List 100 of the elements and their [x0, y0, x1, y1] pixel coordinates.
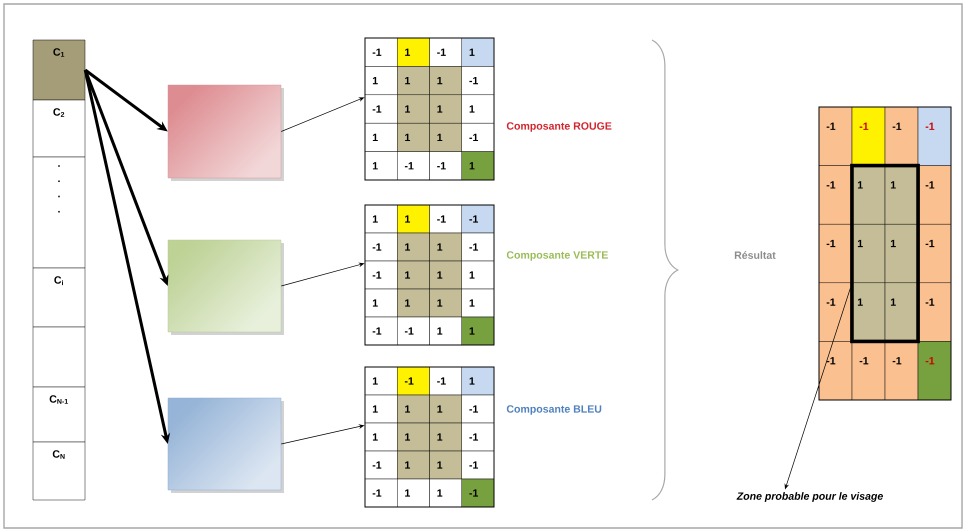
matrix-cell: -1	[364, 316, 398, 346]
matrix-cell: 1	[364, 204, 398, 234]
matrix-cell: -1	[364, 232, 398, 262]
filter-box	[168, 240, 282, 332]
matrix-cell: -1	[462, 450, 494, 480]
column-cell: C$_{1}$	[32, 40, 86, 100]
matrix-cell: 1	[364, 288, 398, 318]
matrix-cell: 1	[429, 66, 462, 96]
matrix-cell: -1	[364, 38, 398, 67]
matrix-cell: -1	[364, 450, 398, 480]
matrix-table	[818, 106, 952, 400]
matrix-cell: 1	[462, 38, 494, 67]
matrix-cell: -1	[397, 151, 430, 180]
matrix-cell: 1	[364, 66, 398, 96]
matrix-table	[364, 38, 494, 180]
matrix-cell: 1	[364, 394, 398, 424]
matrix-cell: -1	[364, 94, 398, 124]
matrix-cell: -1	[429, 366, 462, 396]
filter-box	[168, 398, 282, 490]
matrix-cell: -1	[462, 232, 494, 262]
matrix-cell: 1	[429, 394, 462, 424]
matrix-cell: 1	[429, 232, 462, 262]
matrix-cell: 1	[397, 122, 430, 152]
result-label: Résultat	[734, 251, 776, 259]
matrix-cell: 1	[462, 151, 494, 180]
component-label: Composante ROUGE	[506, 122, 612, 132]
filter-box	[168, 84, 282, 178]
matrix-cell: -1	[818, 106, 852, 166]
matrix-cell: -1	[364, 478, 398, 508]
matrix-cell: 1	[397, 204, 430, 234]
matrix-cell: -1	[462, 204, 494, 234]
matrix-cell: 1	[397, 232, 430, 262]
matrix-cell: 1	[852, 165, 886, 224]
matrix-cell: -1	[918, 341, 952, 400]
column-cell: C$_{2}$	[32, 100, 86, 158]
matrix-cell: 1	[462, 94, 494, 124]
column-cell: . . . .	[32, 156, 86, 268]
matrix-cell: -1	[397, 366, 430, 396]
matrix-cell: -1	[429, 38, 462, 67]
matrix-cell: 1	[462, 260, 494, 290]
matrix-table	[364, 366, 494, 508]
column-cell: C$_{i}$	[32, 268, 86, 328]
matrix-cell: -1	[462, 66, 494, 96]
matrix-cell: -1	[918, 106, 952, 166]
matrix-cell: 1	[397, 478, 430, 508]
matrix-cell: 1	[364, 122, 398, 152]
matrix-cell: 1	[429, 450, 462, 480]
matrix-cell: 1	[364, 151, 398, 180]
matrix-cell: 1	[397, 422, 430, 452]
matrix-cell: -1	[462, 422, 494, 452]
matrix-cell: -1	[918, 224, 952, 284]
matrix-cell: 1	[364, 422, 398, 452]
matrix-table	[364, 204, 494, 346]
matrix-cell: 1	[429, 316, 462, 346]
matrix-cell: 1	[462, 316, 494, 346]
matrix-cell: 1	[884, 224, 918, 284]
annotation-text: Zone probable pour le visage	[736, 492, 883, 502]
matrix-cell: -1	[918, 282, 952, 342]
matrix-cell: -1	[852, 341, 886, 400]
matrix-cell: 1	[884, 282, 918, 342]
matrix-cell: 1	[852, 282, 886, 342]
matrix-cell: 1	[429, 122, 462, 152]
matrix-cell: 1	[852, 224, 886, 284]
matrix-cell: 1	[429, 260, 462, 290]
matrix-cell: -1	[429, 151, 462, 180]
matrix-cell: 1	[397, 66, 430, 96]
matrix-cell: 1	[884, 165, 918, 224]
matrix-cell: -1	[884, 341, 918, 400]
matrix-cell: 1	[429, 478, 462, 508]
matrix-cell: 1	[429, 94, 462, 124]
matrix-cell: -1	[462, 478, 494, 508]
matrix-cell: -1	[818, 224, 852, 284]
matrix-cell: 1	[429, 422, 462, 452]
matrix-cell: -1	[397, 316, 430, 346]
highlight-frame	[850, 164, 920, 344]
matrix-cell: -1	[364, 260, 398, 290]
matrix-cell: -1	[818, 165, 852, 224]
matrix-cell: 1	[397, 394, 430, 424]
column-cell: C$_{N}$	[32, 442, 86, 500]
matrix-cell: -1	[462, 394, 494, 424]
matrix-cell: 1	[397, 260, 430, 290]
column-cell	[32, 326, 86, 388]
matrix-cell: 1	[364, 366, 398, 396]
matrix-cell: 1	[462, 288, 494, 318]
component-label: Composante VERTE	[506, 251, 608, 261]
component-label: Composante BLEU	[506, 405, 602, 415]
matrix-cell: -1	[884, 106, 918, 166]
matrix-cell: -1	[818, 282, 852, 342]
matrix-cell: -1	[918, 165, 952, 224]
matrix-cell: -1	[429, 204, 462, 234]
matrix-cell: 1	[397, 450, 430, 480]
matrix-cell: 1	[397, 288, 430, 318]
matrix-cell: -1	[818, 341, 852, 400]
matrix-cell: 1	[397, 38, 430, 67]
matrix-cell: 1	[462, 366, 494, 396]
matrix-cell: -1	[462, 122, 494, 152]
matrix-cell: -1	[852, 106, 886, 166]
matrix-cell: 1	[397, 94, 430, 124]
column-cell: C$_{N-1}$	[32, 386, 86, 442]
matrix-cell: 1	[429, 288, 462, 318]
